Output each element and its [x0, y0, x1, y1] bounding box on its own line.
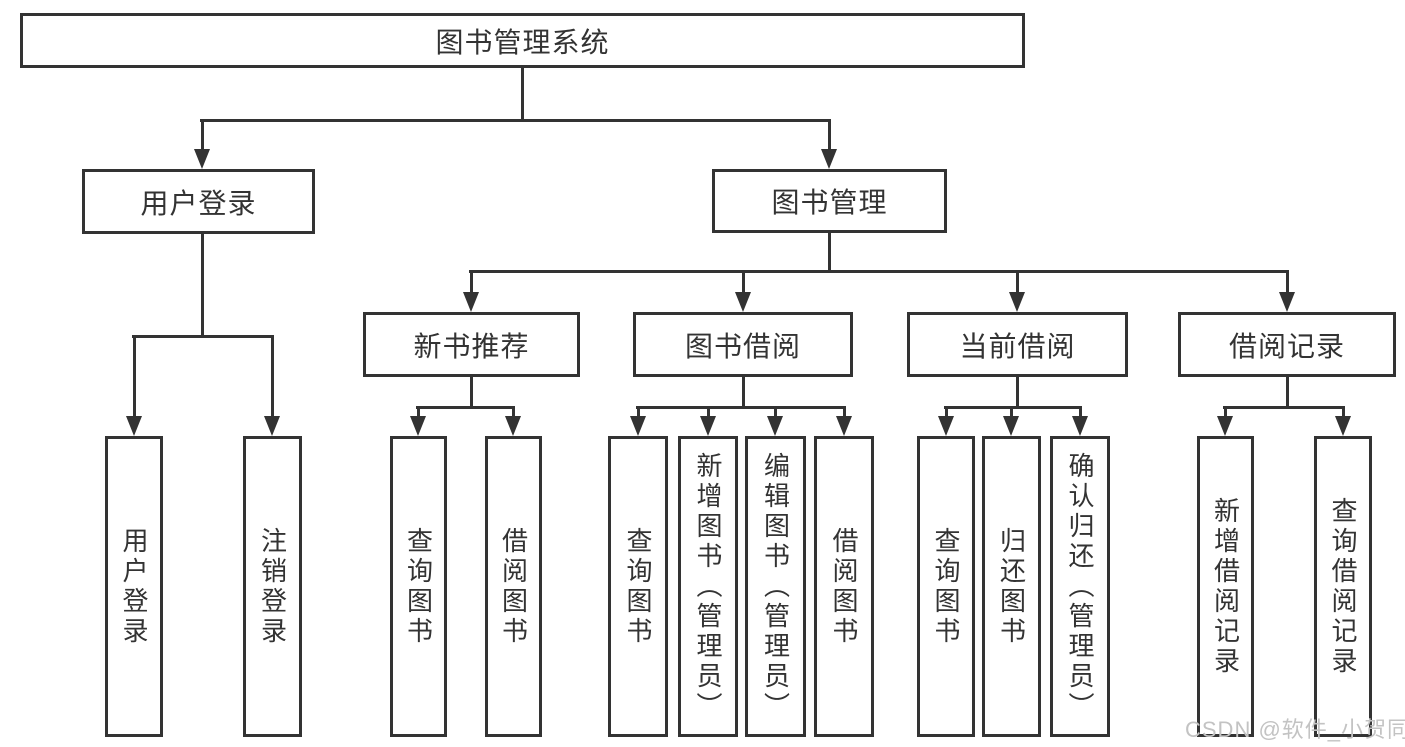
arrow-down-icon: [126, 416, 142, 436]
node-label: 用户登录: [140, 187, 257, 219]
node-label: 新增图书（管理员）: [693, 451, 723, 722]
connector-line: [828, 119, 831, 152]
arrow-down-icon: [630, 416, 646, 436]
leaf-user-login: 用户登录: [105, 436, 163, 737]
connector-line: [1286, 377, 1289, 409]
node-borrow-records: 借阅记录: [1178, 312, 1396, 377]
connector-line: [132, 335, 274, 338]
node-label: 新增借阅记录: [1210, 496, 1241, 677]
connector-line: [1016, 270, 1019, 295]
arrow-down-icon: [767, 416, 783, 436]
leaf-current-return-books: 归还图书: [982, 436, 1041, 737]
connector-line: [636, 406, 846, 409]
connector-line: [1224, 406, 1227, 420]
connector-line: [470, 377, 473, 409]
connector-line: [417, 406, 420, 420]
leaf-records-query-record: 查询借阅记录: [1314, 436, 1372, 737]
connector-line: [201, 119, 204, 152]
connector-line: [843, 406, 846, 420]
arrow-down-icon: [821, 149, 837, 169]
connector-line: [774, 406, 777, 420]
connector-line: [469, 270, 1289, 273]
arrow-down-icon: [264, 416, 280, 436]
connector-line: [1010, 406, 1013, 420]
arrow-down-icon: [1003, 416, 1019, 436]
leaf-recommend-query-books: 查询图书: [390, 436, 447, 737]
node-label: 借阅记录: [1228, 330, 1345, 362]
connector-line: [1016, 377, 1019, 409]
leaf-current-confirm-return-admin: 确认归还（管理员）: [1050, 436, 1110, 737]
connector-line: [201, 234, 204, 338]
connector-line: [1286, 270, 1289, 295]
leaf-logout: 注销登录: [243, 436, 302, 737]
arrow-down-icon: [836, 416, 852, 436]
leaf-borrow-add-books-admin: 新增图书（管理员）: [678, 436, 738, 737]
leaf-current-query-books: 查询图书: [917, 436, 975, 737]
csdn-watermark: CSDN @软件_小贺同学: [1185, 717, 1405, 742]
connector-line: [707, 406, 710, 420]
arrow-down-icon: [410, 416, 426, 436]
arrow-down-icon: [1335, 416, 1351, 436]
connector-line: [470, 270, 473, 295]
node-new-book-recommend: 新书推荐: [363, 312, 580, 377]
arrow-down-icon: [938, 416, 954, 436]
node-label: 当前借阅: [959, 330, 1076, 362]
leaf-borrow-query-books: 查询图书: [608, 436, 668, 737]
connector-line: [1342, 406, 1345, 420]
node-label: 注销登录: [257, 526, 288, 647]
connector-line: [271, 335, 274, 420]
connector-line: [742, 270, 745, 295]
leaf-recommend-borrow-books: 借阅图书: [485, 436, 542, 737]
arrow-down-icon: [463, 292, 479, 312]
arrow-down-icon: [1072, 416, 1088, 436]
connector-line: [133, 335, 136, 420]
connector-line: [828, 233, 831, 273]
arrow-down-icon: [1009, 292, 1025, 312]
node-root: 图书管理系统: [20, 13, 1025, 68]
node-current-borrow: 当前借阅: [907, 312, 1128, 377]
leaf-borrow-edit-books-admin: 编辑图书（管理员）: [745, 436, 806, 737]
node-label: 查询图书: [623, 526, 653, 647]
arrow-down-icon: [194, 149, 210, 169]
connector-line: [1223, 406, 1345, 409]
node-book-borrow: 图书借阅: [633, 312, 853, 377]
arrow-down-icon: [1217, 416, 1233, 436]
node-book-management: 图书管理: [712, 169, 947, 233]
connector-line: [1079, 406, 1082, 420]
leaf-borrow-borrow-books: 借阅图书: [814, 436, 874, 737]
connector-line: [416, 406, 515, 409]
connector-line: [200, 119, 831, 122]
node-label: 编辑图书（管理员）: [760, 451, 791, 722]
arrow-down-icon: [505, 416, 521, 436]
node-label: 确认归还（管理员）: [1065, 451, 1095, 722]
node-label: 用户登录: [119, 526, 149, 647]
arrow-down-icon: [1279, 292, 1295, 312]
node-label: 归还图书: [996, 526, 1027, 647]
connector-line: [945, 406, 948, 420]
node-label: 查询借阅记录: [1328, 496, 1358, 677]
node-user-login: 用户登录: [82, 169, 315, 234]
node-label: 借阅图书: [498, 526, 529, 647]
node-label: 图书管理: [771, 187, 888, 218]
arrow-down-icon: [735, 292, 751, 312]
connector-line: [944, 406, 1082, 409]
node-label: 查询图书: [931, 526, 961, 647]
connector-line: [521, 68, 524, 122]
node-label: 借阅图书: [829, 526, 859, 647]
connector-line: [512, 406, 515, 420]
node-label: 查询图书: [403, 526, 434, 647]
connector-line: [637, 406, 640, 420]
node-label: 新书推荐: [413, 330, 530, 362]
leaf-records-add-record: 新增借阅记录: [1197, 436, 1254, 737]
node-label: 图书借阅: [684, 330, 801, 362]
arrow-down-icon: [700, 416, 716, 436]
node-label: 图书管理系统: [435, 26, 610, 58]
connector-line: [742, 377, 745, 409]
